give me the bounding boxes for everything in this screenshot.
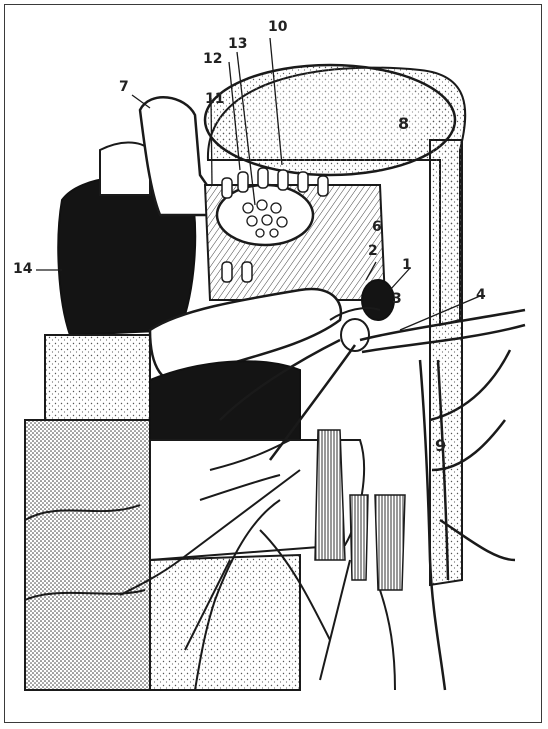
label-1: 1: [402, 258, 412, 272]
label-7: 7: [119, 80, 129, 94]
label-8: 8: [398, 116, 409, 132]
label-10: 10: [268, 20, 287, 34]
label-2: 2: [368, 244, 378, 258]
label-6: 6: [372, 220, 382, 234]
label-13: 13: [228, 37, 247, 51]
label-12: 12: [203, 52, 222, 66]
left-rib-block: [25, 335, 150, 690]
spinal-canal: [205, 168, 385, 300]
upper-left-block: [100, 143, 150, 196]
label-11: 11: [205, 92, 224, 106]
label-4: 4: [476, 288, 486, 302]
label-9: 9: [435, 438, 446, 454]
label-3: 3: [392, 292, 402, 306]
dark-mid-band: [150, 361, 300, 440]
label-14: 14: [13, 262, 32, 276]
